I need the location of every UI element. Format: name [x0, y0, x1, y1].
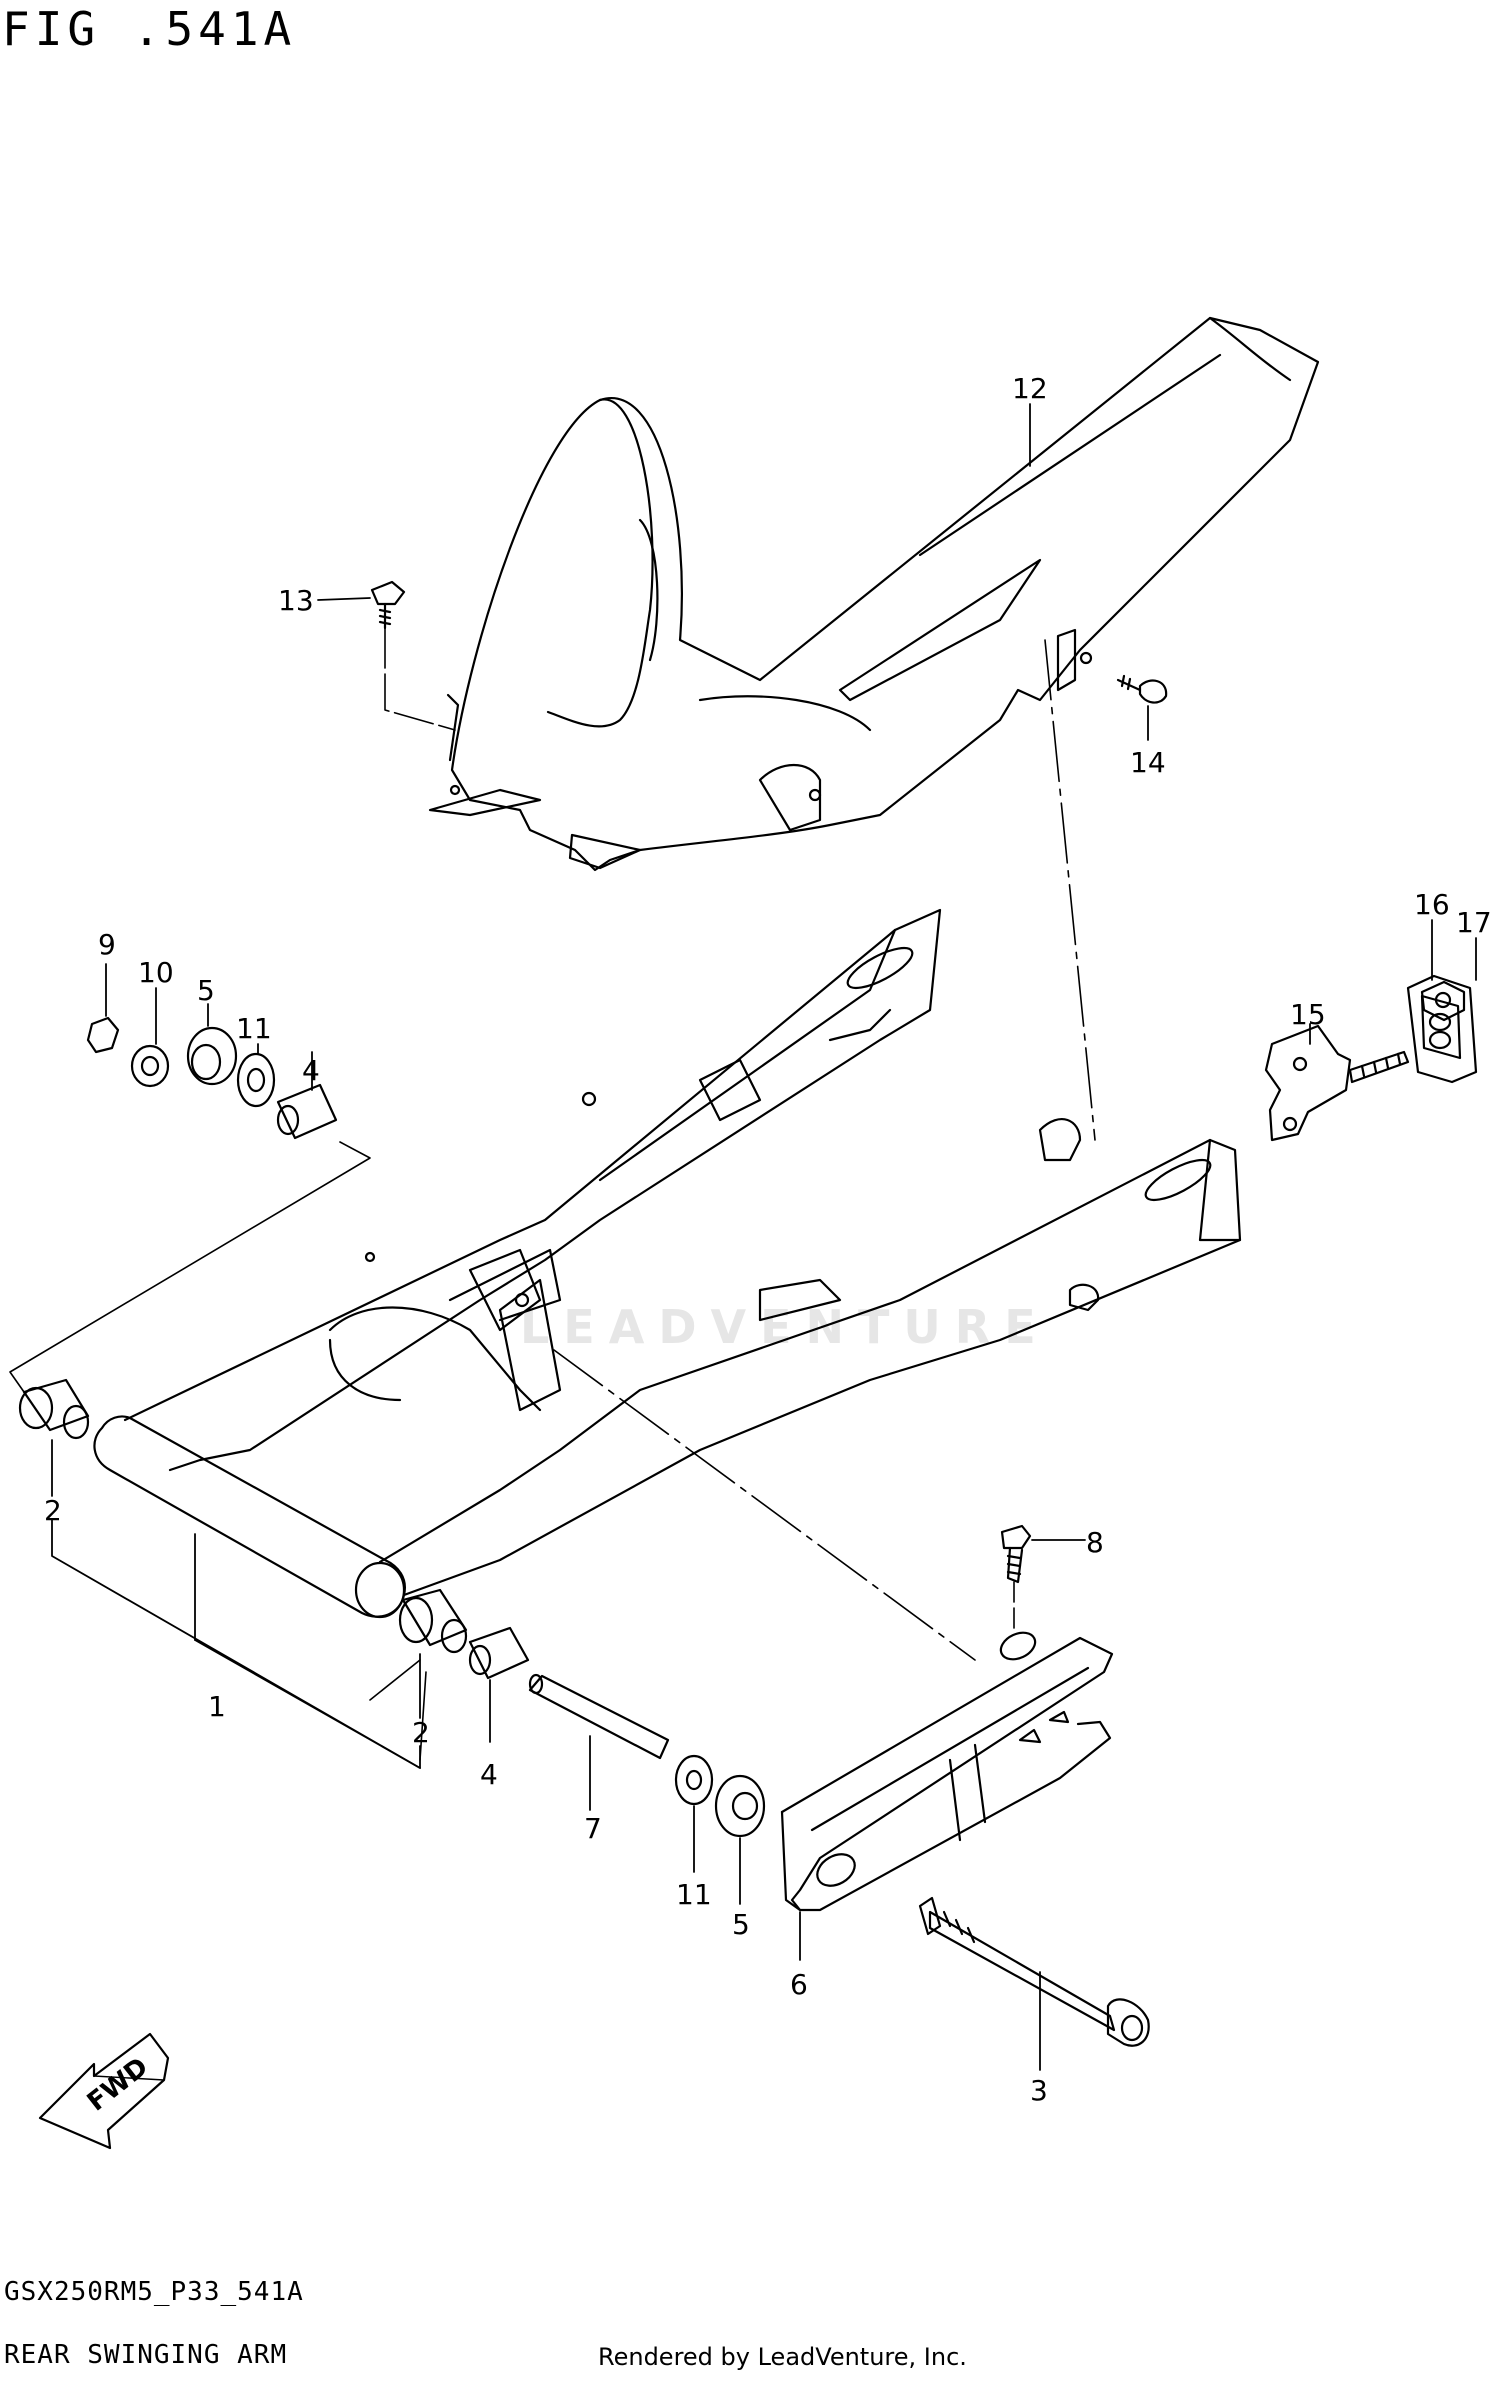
- callout-15: 15: [1290, 998, 1326, 1031]
- chain-adjuster-part: [1264, 1024, 1410, 1142]
- callout-16: 16: [1414, 888, 1450, 921]
- bearing-left: [18, 1378, 90, 1440]
- callout-5-left: 5: [197, 974, 215, 1007]
- washer-11-left: [236, 1052, 276, 1108]
- watermark-text: LEADVENTURE: [520, 1300, 1050, 1354]
- callout-2-left: 2: [44, 1494, 62, 1527]
- callout-12: 12: [1012, 372, 1048, 405]
- callout-13: 13: [278, 584, 314, 617]
- nut-9: [86, 1016, 120, 1054]
- spacer-left: [276, 1083, 338, 1140]
- assembly-lines: [9, 627, 1096, 1761]
- pivot-spacer-part: [528, 1673, 670, 1760]
- washer-11-right: [674, 1754, 714, 1806]
- callout-2-right: 2: [412, 1716, 430, 1749]
- callout-3: 3: [1030, 2074, 1048, 2107]
- callout-17: 17: [1456, 906, 1492, 939]
- oil-seal-left: [186, 1026, 238, 1086]
- callout-4-right: 4: [480, 1758, 498, 1791]
- oil-seal-right: [714, 1774, 766, 1838]
- buffer-bolt-8: [999, 1524, 1037, 1661]
- callout-7: 7: [584, 1812, 602, 1845]
- swinging-arm-part: [93, 908, 1242, 1619]
- section-name-label: REAR SWINGING ARM: [4, 2340, 288, 2370]
- screw-13: [370, 580, 406, 630]
- render-credit: Rendered by LeadVenture, Inc.: [598, 2343, 967, 2371]
- fwd-arrow-icon: FWD: [38, 2032, 170, 2150]
- spacer-right: [468, 1626, 530, 1680]
- pivot-bolt-part: [918, 1896, 1150, 2047]
- adjuster-plate-part: [1406, 974, 1478, 1084]
- chain-case-part: [428, 316, 1320, 872]
- callout-10: 10: [138, 956, 174, 989]
- adjuster-nut-part: [1420, 980, 1466, 1022]
- callout-8: 8: [1086, 1526, 1104, 1559]
- callout-9: 9: [98, 928, 116, 961]
- callout-5-right: 5: [732, 1908, 750, 1941]
- callout-11-right: 11: [676, 1878, 712, 1911]
- washer-10: [130, 1044, 170, 1088]
- callout-14: 14: [1130, 746, 1166, 779]
- callout-6: 6: [790, 1968, 808, 2001]
- callout-1: 1: [208, 1690, 226, 1723]
- callout-labels: 1 2 2 3 4 4 5 5 6 7 8 9 10 11 11 12 13 1…: [44, 372, 1492, 2107]
- chain-buffer-part: [780, 1636, 1114, 1912]
- leader-lines: [51, 403, 1477, 2071]
- figure-title: FIG .541A: [2, 2, 297, 56]
- screw-14: [1116, 674, 1168, 704]
- bearing-right: [398, 1588, 468, 1654]
- callout-4-left: 4: [302, 1054, 320, 1087]
- callout-11-left: 11: [236, 1012, 272, 1045]
- model-code-label: GSX250RM5_P33_541A: [4, 2277, 304, 2307]
